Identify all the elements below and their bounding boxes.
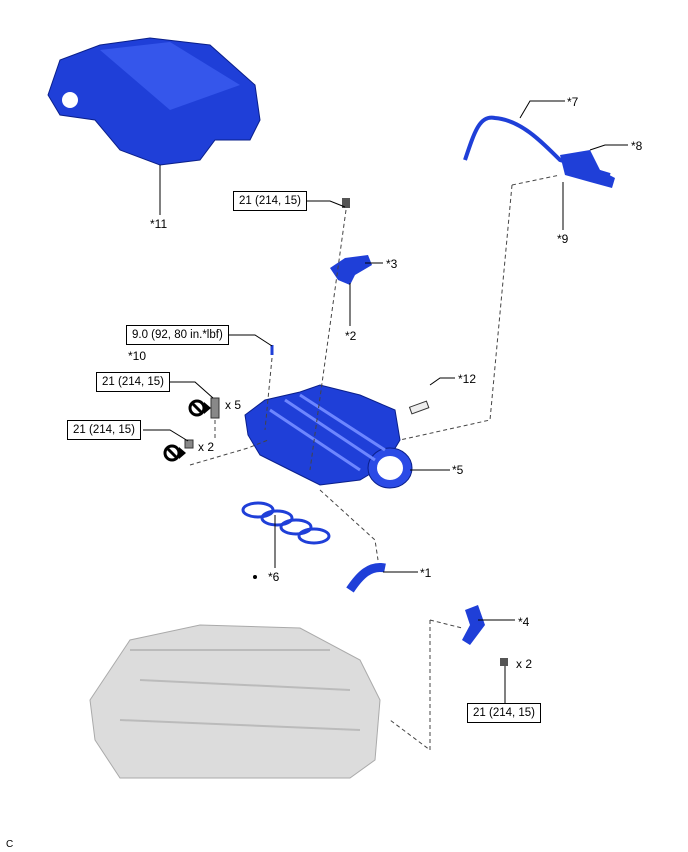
- footer-code: C: [6, 839, 14, 850]
- callout-4: *4: [518, 615, 530, 629]
- do-not-reuse-icon: [163, 444, 186, 462]
- engine-cover: [47, 37, 261, 166]
- leader-lines: [143, 100, 628, 703]
- bracket: [462, 605, 485, 645]
- torque-spec-bolt-x5: 21 (214, 15): [96, 372, 171, 392]
- engine-assembly: [89, 624, 381, 779]
- bolt-icon: [184, 439, 194, 449]
- callout-2: *2: [345, 329, 357, 343]
- hose: [463, 115, 611, 177]
- torque-spec-bracket-bolt: 21 (214, 15): [467, 703, 542, 723]
- callout-11: *11: [150, 217, 168, 231]
- gasket: [241, 501, 331, 545]
- quantity-x2-right: x 2: [516, 657, 533, 671]
- bolt-icon: [342, 198, 350, 208]
- bolt-icon: [500, 658, 508, 666]
- torque-spec-small-bolt: 9.0 (92, 80 in.*lbf): [126, 325, 229, 345]
- torque-spec-bolt-x2: 21 (214, 15): [67, 420, 142, 440]
- callout-9: *9: [557, 232, 569, 246]
- vsv-part: [560, 150, 615, 188]
- sensor-part: [330, 255, 372, 285]
- bullet-dot: [253, 575, 257, 579]
- callout-10: *10: [128, 349, 147, 363]
- dashed-guides: [189, 174, 561, 751]
- quantity-x2-left: x 2: [198, 440, 215, 454]
- callout-5: *5: [452, 463, 464, 477]
- hose-1: [346, 562, 386, 593]
- callout-12: *12: [458, 372, 477, 386]
- callout-6: *6: [268, 570, 280, 584]
- torque-spec-top-bolt: 21 (214, 15): [233, 191, 308, 211]
- intake-manifold: [244, 384, 413, 489]
- callout-8: *8: [631, 139, 643, 153]
- callout-3: *3: [386, 257, 398, 271]
- do-not-reuse-icon: [188, 399, 211, 417]
- callout-7: *7: [567, 95, 579, 109]
- bolt-icon: [210, 397, 220, 419]
- quantity-x5: x 5: [225, 398, 242, 412]
- sensor-12: [408, 400, 430, 415]
- callout-1: *1: [420, 566, 432, 580]
